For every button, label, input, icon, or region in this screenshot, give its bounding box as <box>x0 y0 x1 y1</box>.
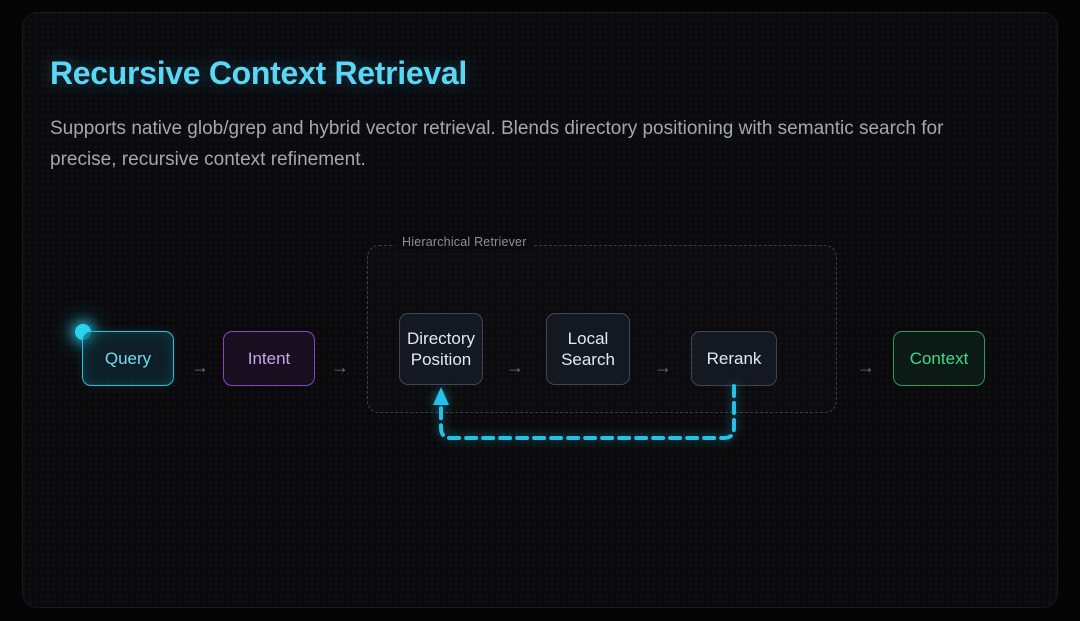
node-local-search[interactable]: Local Search <box>546 313 630 385</box>
arrow-right-icon-group-context: → <box>857 357 875 377</box>
arrow-right-icon-local-rerank: → <box>654 357 672 377</box>
pipeline-diagram: Hierarchical Retriever Query Intent Dire… <box>23 13 1057 607</box>
arrow-right-icon-dir-local: → <box>506 357 524 377</box>
arrow-right-icon-query-intent: → <box>191 357 209 377</box>
node-query[interactable]: Query <box>82 331 174 386</box>
node-intent[interactable]: Intent <box>223 331 315 386</box>
node-context[interactable]: Context <box>893 331 985 386</box>
page-subtitle: Supports native glob/grep and hybrid vec… <box>50 118 944 170</box>
hierarchical-retriever-label: Hierarchical Retriever <box>395 235 534 249</box>
node-rerank[interactable]: Rerank <box>691 331 777 386</box>
page-title: Recursive Context Retrieval <box>50 55 467 91</box>
arrow-right-icon-intent-group: → <box>331 357 349 377</box>
node-directory-position[interactable]: Directory Position <box>399 313 483 385</box>
content-card: Recursive Context Retrieval Supports nat… <box>22 12 1058 608</box>
